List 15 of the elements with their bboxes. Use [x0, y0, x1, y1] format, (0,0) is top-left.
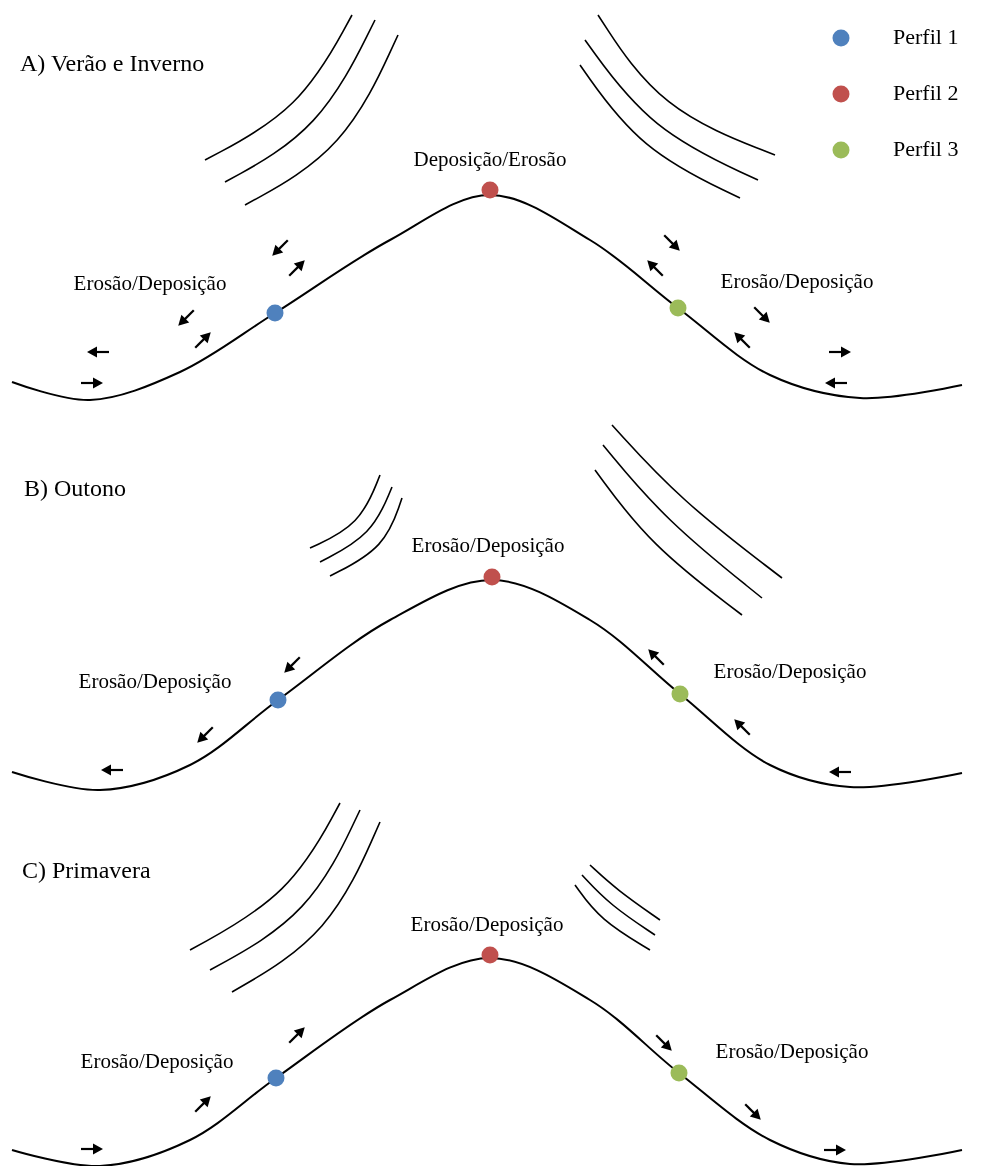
process-label: Erosão/Deposição: [410, 913, 564, 937]
process-label: Erosão/Deposição: [80, 1050, 234, 1074]
process-label: Erosão/Deposição: [713, 660, 867, 684]
process-label: Erosão/Deposição: [715, 1040, 869, 1064]
process-label: Deposição/Erosão: [413, 148, 567, 172]
process-label: Erosão/Deposição: [720, 270, 874, 294]
process-label: Erosão/Deposição: [73, 272, 227, 296]
panel-title: A) Verão e Inverno: [20, 50, 205, 77]
panel-title: C) Primavera: [22, 857, 151, 884]
legend-label: Perfil 1: [893, 25, 959, 50]
process-label: Erosão/Deposição: [411, 534, 565, 558]
process-label: Erosão/Deposição: [78, 670, 232, 694]
panel-title: B) Outono: [24, 475, 126, 502]
legend-label: Perfil 2: [893, 81, 959, 106]
legend-label: Perfil 3: [893, 137, 959, 162]
